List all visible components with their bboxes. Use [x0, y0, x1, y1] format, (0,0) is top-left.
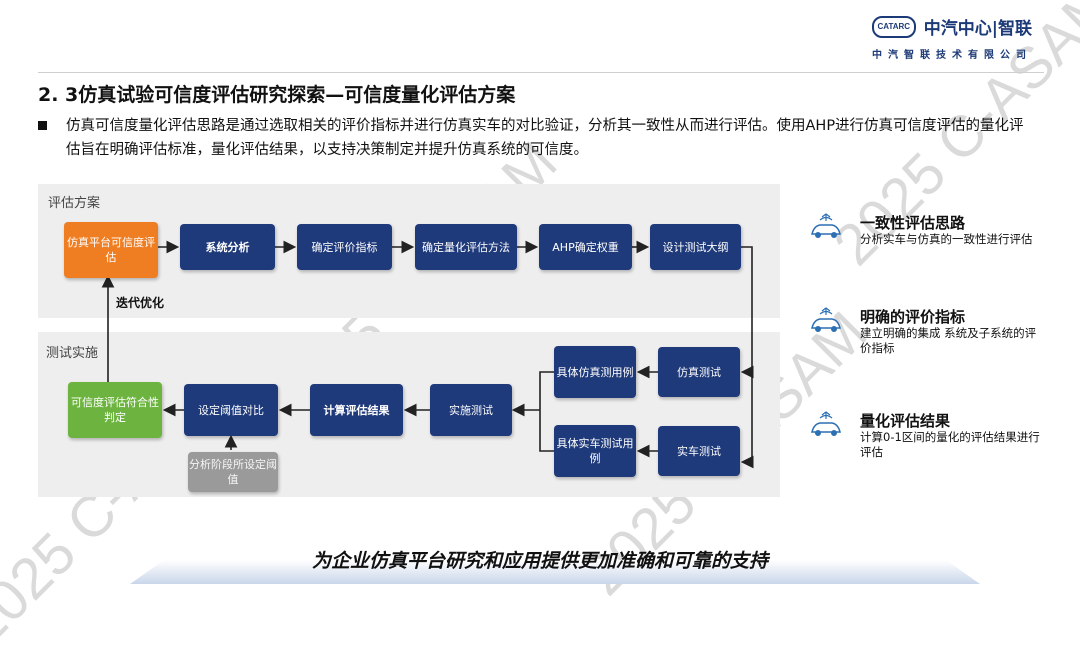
node-system-analysis: 系统分析 [180, 224, 275, 270]
side-title: 明确的评价指标 [860, 308, 966, 326]
side-desc: 建立明确的集成 系统及子系统的评价指标 [860, 326, 1037, 355]
side-item-consistency: 一致性评估思路 分析实车与仿真的一致性进行评估 [806, 212, 1056, 272]
car-signal-icon [811, 213, 841, 238]
logo-name: 中汽中心|智联 [923, 19, 1032, 39]
node-calc-results: 计算评估结果 [310, 384, 403, 436]
node-platform-credibility: 仿真平台可信度评估 [64, 222, 158, 278]
title-divider [38, 72, 1044, 73]
node-threshold-compare: 设定阈值对比 [184, 384, 278, 436]
node-sim-test-cases: 具体仿真测用例 [554, 346, 636, 398]
panel-top-label: 评估方案 [48, 196, 101, 211]
side-title: 量化评估结果 [860, 412, 951, 430]
side-title: 一致性评估思路 [860, 214, 966, 232]
node-determine-method: 确定量化评估方法 [415, 224, 517, 270]
side-item-indicators: 明确的评价指标 建立明确的集成 系统及子系统的评价指标 [806, 306, 1056, 366]
node-threshold-source: 分析阶段所设定阈值 [188, 452, 278, 492]
node-implement-test: 实施测试 [430, 384, 512, 436]
company-logo: CATARC 中汽中心|智联 [871, 14, 1032, 39]
node-determine-indicators: 确定评价指标 [297, 224, 392, 270]
logo-badge: CATARC [871, 15, 916, 38]
side-desc: 计算0-1区间的量化的评估结果进行评估 [860, 430, 1040, 459]
node-compliance-judgement: 可信度评估符合性判定 [68, 382, 162, 438]
node-sim-test: 仿真测试 [658, 347, 740, 397]
intro-text: 仿真可信度量化评估思路是通过选取相关的评价指标并进行仿真实车的对比验证，分析其一… [66, 118, 1024, 158]
iteration-label: 迭代优化 [116, 296, 165, 310]
node-real-test-cases: 具体实车测试用例 [554, 425, 636, 477]
side-item-quantified-results: 量化评估结果 计算0-1区间的量化的评估结果进行评估 [806, 410, 1056, 470]
node-ahp-weights: AHP确定权重 [539, 224, 632, 270]
car-signal-icon [811, 411, 841, 436]
bullet-square [38, 121, 47, 130]
logo-subtitle: 中汽智联技术有限公司 [872, 50, 1032, 61]
slide-title: 2. 3仿真试验可信度评估研究探索—可信度量化评估方案 [38, 84, 516, 106]
slogan-banner [130, 560, 980, 584]
node-test-outline: 设计测试大纲 [650, 224, 741, 270]
side-desc: 分析实车与仿真的一致性进行评估 [860, 232, 1033, 246]
slogan: 为企业仿真平台研究和应用提供更加准确和可靠的支持 [311, 550, 768, 572]
car-signal-icon [811, 307, 841, 332]
panel-bottom-label: 测试实施 [46, 346, 99, 361]
node-real-test: 实车测试 [658, 426, 740, 476]
